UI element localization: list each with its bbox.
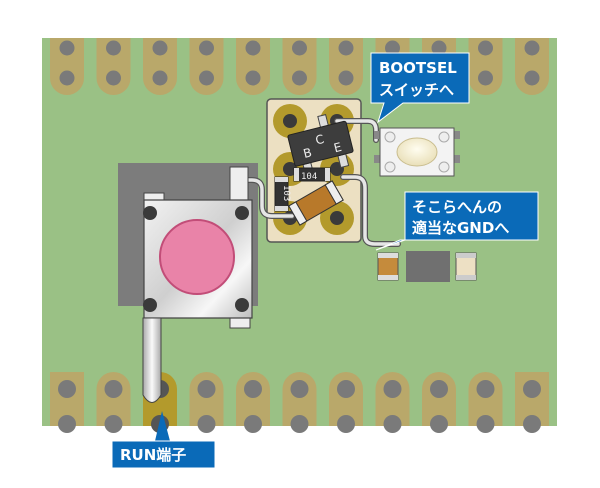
bottom-pad-row	[50, 372, 549, 433]
gnd-components	[377, 251, 477, 282]
header-pad	[236, 372, 270, 433]
header-pad	[189, 38, 224, 95]
gnd-label-line2-main: 適当なGND	[412, 219, 494, 237]
run-callout: RUN端子	[111, 411, 216, 469]
pin-label-c: C	[314, 132, 326, 148]
bootsel-callout: BOOTSEL スイッチへ	[370, 52, 470, 124]
header-pad	[50, 372, 84, 433]
wires	[234, 118, 401, 247]
top-pad-row	[50, 38, 549, 95]
header-pad	[96, 372, 131, 433]
header-pad	[189, 372, 224, 433]
header-pad	[422, 372, 456, 433]
bootsel-label-line1: BOOTSEL	[379, 59, 457, 77]
gnd-label-line2-suffix: へ	[494, 219, 509, 237]
header-pad	[515, 38, 549, 95]
capacitor	[288, 180, 344, 226]
resistor-code: 103	[281, 185, 291, 201]
header-pad	[282, 38, 317, 95]
run-button-cap	[159, 219, 235, 295]
header-pad	[236, 38, 270, 95]
header-pad	[329, 372, 363, 433]
bootsel-label-line2: スイッチへ	[379, 81, 454, 99]
run-switch	[142, 166, 253, 403]
header-pad	[468, 38, 503, 95]
header-pad	[143, 38, 177, 95]
header-pad	[515, 372, 549, 433]
resistor-103: 103	[274, 176, 291, 212]
pin-label-b: B	[302, 145, 313, 161]
header-pad	[329, 38, 363, 95]
gnd-callout: そこらへんの 適当なGNDへ	[375, 191, 539, 251]
resistor-code: 104	[301, 172, 317, 182]
header-pad	[282, 372, 317, 433]
header-pad	[50, 38, 84, 95]
header-pad	[468, 372, 503, 433]
bootsel-switch	[374, 127, 460, 177]
resistor-104: 104	[293, 167, 331, 182]
gnd-label-line2: 適当なGNDへ	[412, 219, 509, 237]
header-pad	[96, 38, 131, 95]
gnd-label-line1: そこらへんの	[412, 198, 502, 216]
pin-label-e: E	[332, 140, 343, 155]
run-label: RUN端子	[120, 446, 186, 464]
header-pad	[375, 372, 410, 433]
